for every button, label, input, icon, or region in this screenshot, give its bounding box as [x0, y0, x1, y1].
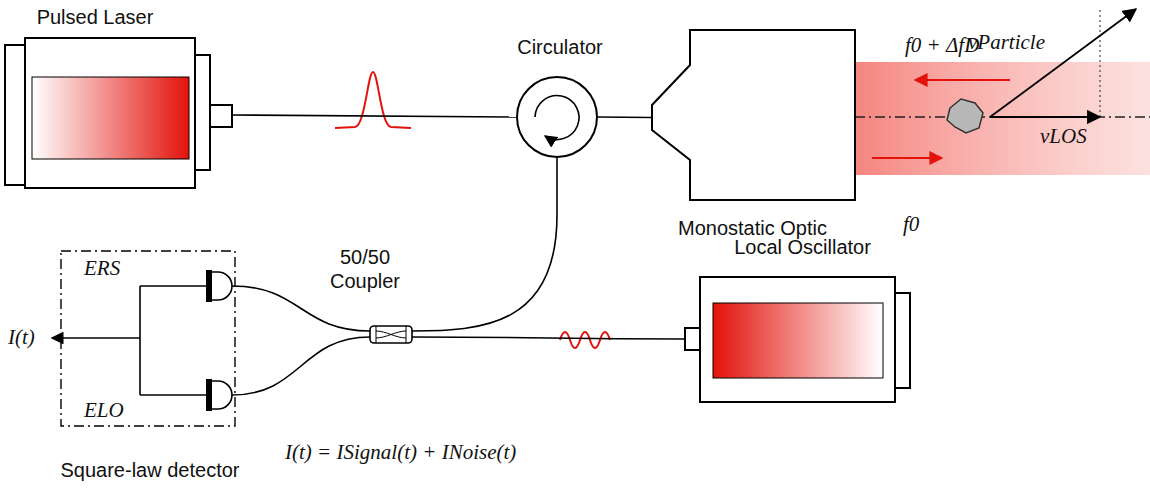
signal-name: I(t): [8, 325, 35, 349]
detector-box-outline: [60, 250, 245, 482]
local-oscillator-box-outline: [680, 235, 925, 405]
laser-box-outline: [0, 5, 235, 190]
particle: [947, 99, 983, 133]
optical-fiber: [412, 337, 685, 339]
optical-axis: [855, 116, 1150, 117]
return-arrow: [915, 79, 1010, 81]
equation: I(t) = ISignal(t) + INoise(t): [285, 440, 516, 464]
los-velocity-arrow: [990, 116, 1100, 118]
laser-beam: [855, 62, 1150, 175]
fiber-coupler: 50/50 Coupler: [320, 245, 430, 350]
frequency-label: f0: [903, 212, 919, 236]
optical-fiber: [232, 286, 370, 331]
node-label: Square-law detector: [60, 458, 240, 482]
velocity-label: vLOS: [1040, 124, 1087, 148]
field-label: ERS: [84, 256, 120, 280]
output-current-arrow: [52, 337, 140, 339]
laser-box: Pulsed Laser: [0, 5, 235, 190]
field-label: ELO: [84, 398, 124, 422]
outgoing-arrow: [872, 157, 942, 159]
monostatic-optic: Monostatic Optic: [645, 25, 860, 240]
optical-fiber: [232, 115, 517, 117]
particle-velocity-arrow: [990, 9, 1136, 117]
node-label: Pulsed Laser: [20, 5, 170, 29]
node-label: 50/50 Coupler: [325, 245, 405, 293]
detector-box: Square-law detector: [60, 250, 245, 482]
node-label: Local Oscillator: [680, 235, 925, 259]
optical-fiber: [412, 157, 557, 331]
node-label: Circulator: [505, 35, 615, 59]
optical-fiber: [597, 116, 652, 118]
monostatic-optic-outline: [645, 25, 860, 240]
projection-line: [1099, 10, 1100, 117]
circulator-symbol: Circulator: [505, 35, 615, 160]
lo-wave: [560, 332, 610, 348]
local-oscillator-box: Local Oscillator: [680, 235, 925, 405]
laser-pulse: [335, 72, 411, 128]
velocity-label: vParticle: [968, 30, 1045, 54]
optical-fiber: [232, 337, 370, 395]
